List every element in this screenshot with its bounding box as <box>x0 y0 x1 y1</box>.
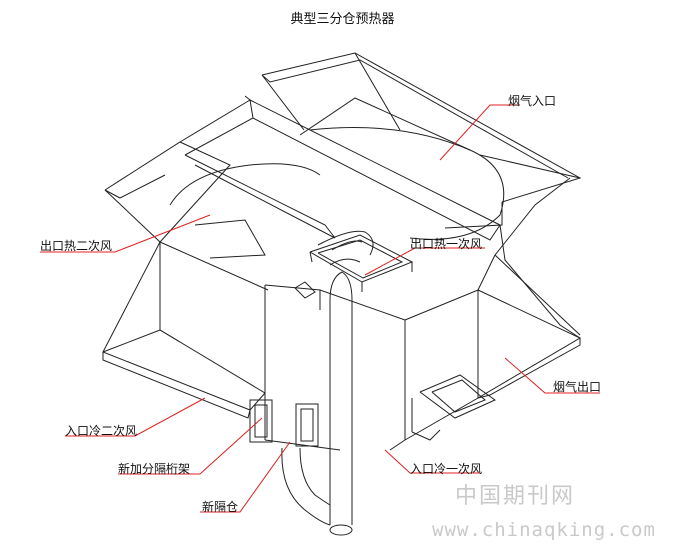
label-cold-primary-air-inlet: 入口冷一次风 <box>410 462 483 476</box>
leader-cold-primary-air <box>384 449 480 474</box>
leader-hot-primary-air <box>364 247 485 276</box>
flue-gas-outlet-hood <box>477 289 582 399</box>
label-hot-secondary-air-outlet: 出口热二次风 <box>40 239 113 253</box>
label-flue-gas-outlet: 烟气出口 <box>553 380 602 394</box>
hot-primary-air-duct <box>294 234 414 299</box>
new-partition-truss <box>249 399 319 447</box>
label-hot-primary-air-outlet: 出口热一次风 <box>410 237 483 251</box>
leader-new-partition-bin <box>200 441 291 513</box>
watermark-cn: 中国期刊网 <box>455 484 576 509</box>
hot-secondary-air-hood <box>104 141 321 291</box>
right-hood <box>494 177 581 339</box>
flue-gas-inlet-hood <box>261 52 582 240</box>
leader-cold-secondary-air <box>65 397 206 437</box>
label-new-partition-truss: 新加分隔桁架 <box>118 462 191 476</box>
center-divider-beam <box>179 95 501 241</box>
watermark-url: www.chinaqking.com <box>432 519 656 541</box>
cold-secondary-air-hood <box>102 241 266 419</box>
label-flue-gas-inlet: 烟气入口 <box>508 94 557 108</box>
main-body <box>159 242 496 451</box>
vertical-pipe <box>281 230 374 536</box>
leader-flue-gas-inlet <box>439 104 520 161</box>
cold-primary-air-inlet-frame <box>411 374 496 441</box>
leader-new-partition-truss <box>118 417 263 475</box>
diagram-title: 典型三分仓预热器 <box>290 12 395 27</box>
leader-flue-gas-outlet <box>504 357 600 394</box>
leader-hot-secondary-air <box>40 214 211 253</box>
label-new-partition-bin: 新隔仓 <box>202 500 239 514</box>
label-cold-secondary-air-inlet: 入口冷二次风 <box>65 424 138 438</box>
